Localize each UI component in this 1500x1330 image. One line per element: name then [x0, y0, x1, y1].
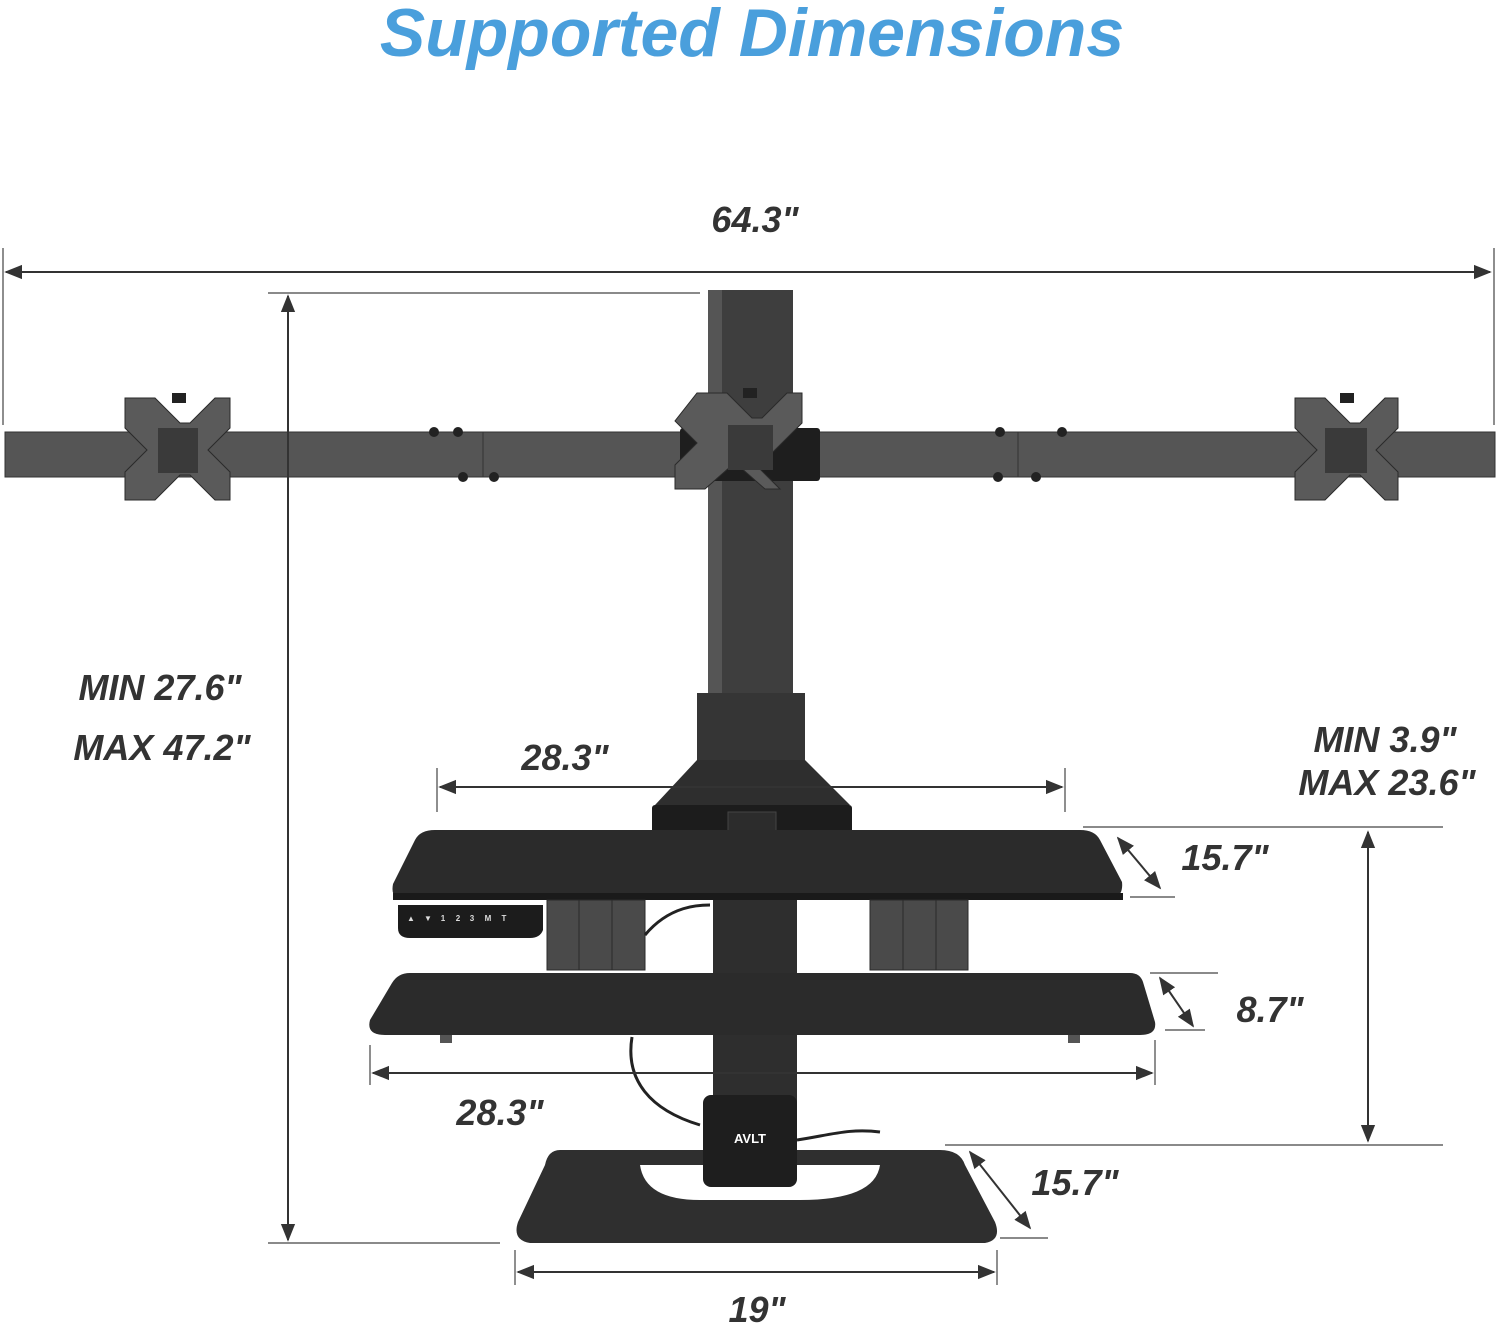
tray-depth-label: 8.7" — [1236, 989, 1304, 1030]
column-mount — [655, 760, 850, 805]
lift-arm-right — [869, 899, 969, 971]
height-max-label: MAX 47.2" — [73, 727, 251, 768]
crossbar-knobs — [429, 427, 1067, 482]
top-desk-depth-label: 15.7" — [1181, 837, 1269, 878]
control-button-down[interactable]: ▼ — [424, 914, 432, 923]
keyboard-tray — [369, 973, 1156, 1035]
control-panel — [398, 905, 543, 938]
power-cable-right — [796, 1129, 881, 1142]
column-collar — [697, 693, 805, 760]
pole-highlight — [708, 290, 722, 700]
mount-handle — [727, 811, 777, 833]
control-button-memory[interactable]: M — [485, 914, 492, 923]
overall-width-label: 64.3" — [711, 199, 799, 240]
tray-depth-arrow — [1158, 976, 1195, 1028]
page-title: Supported Dimensions — [380, 0, 1124, 71]
control-button-up[interactable]: ▲ — [407, 914, 415, 923]
control-button-timer[interactable]: T — [502, 914, 507, 923]
upper-desk-surface — [392, 830, 1123, 900]
base-depth-arrow — [968, 1150, 1032, 1230]
top-desk-width-label: 28.3" — [520, 737, 609, 778]
lift-arm-left — [546, 899, 646, 971]
control-button-3[interactable]: 3 — [470, 914, 475, 923]
cable — [643, 903, 711, 936]
tray-foot — [1068, 1035, 1080, 1043]
base-width-label: 19" — [728, 1289, 786, 1330]
tray-foot — [440, 1035, 452, 1043]
vesa-plate-left — [124, 393, 231, 501]
height-min-label: MIN 27.6" — [78, 667, 242, 708]
top-desk-depth-arrow — [1116, 836, 1162, 890]
monitor-pole — [708, 290, 793, 700]
vesa-plate-right — [1294, 393, 1399, 501]
lift-max-label: MAX 23.6" — [1298, 762, 1476, 803]
upper-desk-edge — [393, 893, 1123, 900]
lift-min-label: MIN 3.9" — [1313, 719, 1457, 760]
control-button-1[interactable]: 1 — [441, 914, 446, 923]
power-cable — [629, 1036, 701, 1127]
control-button-2[interactable]: 2 — [456, 914, 461, 923]
brand-logo: AVLT — [734, 1131, 766, 1146]
tray-width-label: 28.3" — [455, 1092, 544, 1133]
vesa-plate-center — [674, 388, 803, 490]
base-depth-label: 15.7" — [1031, 1162, 1119, 1203]
base-motor-box — [703, 1095, 797, 1187]
